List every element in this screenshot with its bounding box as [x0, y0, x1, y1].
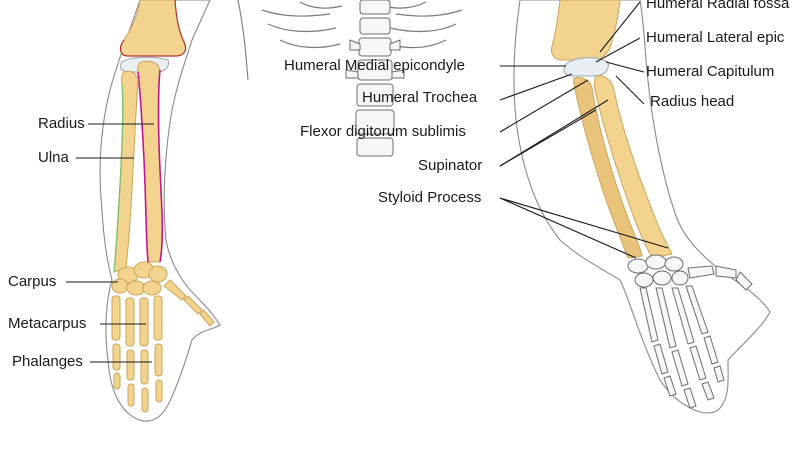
- spine-and-ribs: [261, 0, 463, 157]
- label-carpus: Carpus: [8, 273, 56, 290]
- label-metacarpus: Metacarpus: [8, 315, 86, 332]
- label-humeral-lateral-epicondyle: Humeral Lateral epic: [646, 29, 785, 46]
- label-supinator: Supinator: [418, 157, 482, 174]
- leader-lines: [66, 1, 669, 363]
- right-elbow-cartilage: [563, 57, 609, 77]
- left-carpus-bones: [111, 261, 168, 296]
- left-arm: [99, 0, 249, 422]
- left-radius-outline: [113, 83, 124, 273]
- label-humeral-trochea: Humeral Trochea: [362, 89, 478, 106]
- label-humeral-capitulum: Humeral Capitulum: [646, 63, 774, 80]
- left-ulna-outline: [137, 69, 164, 263]
- label-styloid-process: Styloid Process: [378, 189, 481, 206]
- label-radius: Radius: [38, 115, 85, 132]
- labels: Radius Ulna Carpus Metacarpus Phalanges …: [8, 0, 790, 370]
- vertebral-column: [345, 0, 405, 157]
- label-flexor-digitorum-sublimis: Flexor digitorum sublimis: [300, 123, 466, 140]
- label-humeral-medial-epicondyle: Humeral Medial epicondyle: [284, 57, 465, 74]
- right-arm: [513, 0, 771, 414]
- left-torso-edge: [237, 0, 249, 81]
- left-hand-bones: [111, 279, 215, 413]
- label-phalanges: Phalanges: [12, 353, 83, 370]
- right-carpus-bones: [627, 254, 689, 288]
- right-hand-bones: [639, 265, 753, 409]
- label-radius-head: Radius head: [650, 93, 734, 110]
- label-humeral-radial-fossa: Humeral Radial fossa: [646, 0, 790, 12]
- label-ulna: Ulna: [38, 149, 70, 166]
